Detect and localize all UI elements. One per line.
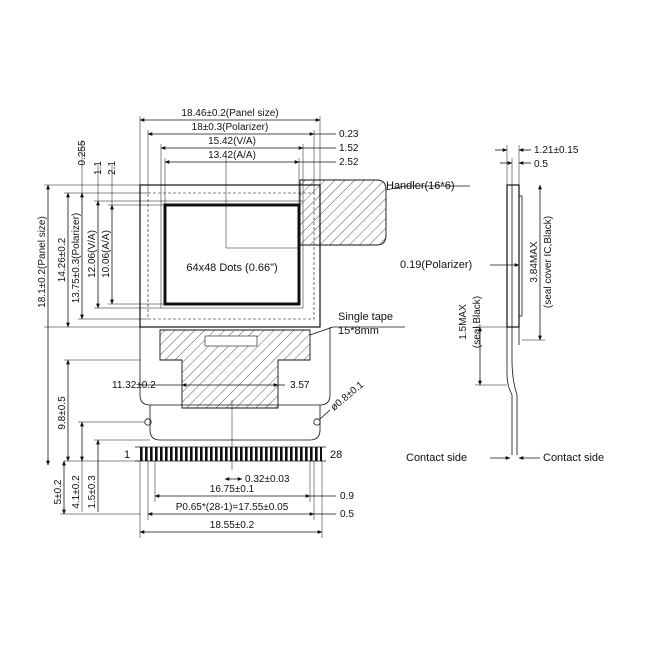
bottom-dimensions: 0.32±0.03 16.75±0.1 0.9 P0.65*(28-1)=17.… [139, 461, 354, 538]
dim-152: 1.52 [339, 143, 359, 154]
ic-outline [204, 335, 258, 347]
side-view: 1.21±0.15 0.5 0.19(Polarizer) 3.84MAX (s… [400, 145, 604, 464]
side-dim-121: 1.21±0.15 [534, 145, 579, 156]
active-area [163, 203, 301, 306]
side-polarizer [518, 195, 523, 317]
middle-dimensions: 11.32±0.2 3.57 [112, 380, 310, 391]
dim-5: 5±0.2 [53, 479, 64, 504]
side-seal-sub: (seal,Black) [472, 296, 483, 348]
polarizer-outline [147, 192, 315, 320]
pin-28-label: 28 [330, 449, 342, 461]
dim-252: 2.52 [339, 157, 359, 168]
side-glass [506, 184, 520, 328]
dim-va-height: 12.06(V/A) [87, 230, 98, 278]
dim-11: 1.1 [93, 161, 104, 175]
contact-side-left: Contact side [406, 452, 467, 464]
side-seal: 1.5MAX [458, 304, 469, 340]
contact-side-right: Contact side [543, 452, 604, 464]
dim-21: 2.1 [107, 161, 118, 175]
dim-panel-height: 18.1±0.2(Panel size) [37, 216, 48, 308]
dim-va-width: 15.42(V/A) [208, 136, 256, 147]
dim-023: 0.23 [339, 129, 359, 140]
single-tape [159, 329, 311, 409]
dim-aa-width: 13.42(A/A) [208, 150, 256, 161]
alignment-hole-right [313, 418, 321, 426]
handler-tab [299, 179, 387, 246]
tape-size-label: 15*8mm [338, 325, 379, 337]
pin-row [140, 447, 322, 461]
dim-polarizer-height: 13.75±0.3(Polarizer) [71, 213, 82, 304]
dim-357: 3.57 [290, 380, 310, 391]
single-tape-label: Single tape [338, 311, 393, 323]
dim-05: 0.5 [340, 509, 354, 520]
dots-label: 64x48 Dots (0.66") [186, 262, 277, 274]
dim-032: 0.32±0.03 [245, 474, 290, 485]
panel-outline [139, 184, 321, 328]
handler-label: Handler(16*6) [386, 180, 454, 192]
dim-09: 0.9 [340, 491, 354, 502]
dim-0255: 0.255 [77, 140, 88, 165]
dim-1855: 18.55±0.2 [210, 520, 255, 531]
dim-panel-width: 18.46±0.2(Panel size) [181, 108, 278, 119]
pin-1-label: 1 [124, 449, 130, 461]
dim-1426: 14.26±0.2 [57, 237, 68, 282]
dim-polarizer-width: 18±0.3(Polarizer) [192, 122, 269, 133]
side-dim-05: 0.5 [534, 159, 548, 170]
dim-1675: 16.75±0.1 [210, 484, 255, 495]
viewing-area [160, 200, 304, 309]
top-dimensions: 18.46±0.2(Panel size) 18±0.3(Polarizer) … [139, 108, 359, 205]
dim-15: 1.5±0.3 [87, 475, 98, 509]
side-fpc [506, 327, 513, 455]
phi-label: ø0.8±0.1 [329, 379, 367, 413]
dim-41: 4.1±0.2 [71, 475, 82, 509]
dim-1132: 11.32±0.2 [112, 380, 156, 391]
dim-pitch: P0.65*(28-1)=17.55±0.05 [176, 502, 289, 513]
side-seal-ic: 3.84MAX [529, 241, 540, 282]
front-view: 64x48 Dots (0.66") Handler(16*6) Single … [124, 155, 470, 470]
side-polarizer-label: 0.19(Polarizer) [400, 259, 472, 271]
left-dimensions: 18.1±0.2(Panel size) 14.26±0.2 13.75±0.3… [37, 140, 165, 515]
dim-98: 9.8±0.5 [57, 396, 68, 430]
dim-aa-height: 10.06(A/A) [101, 230, 112, 278]
side-seal-ic-sub: (seal cover IC,Black) [543, 216, 554, 308]
